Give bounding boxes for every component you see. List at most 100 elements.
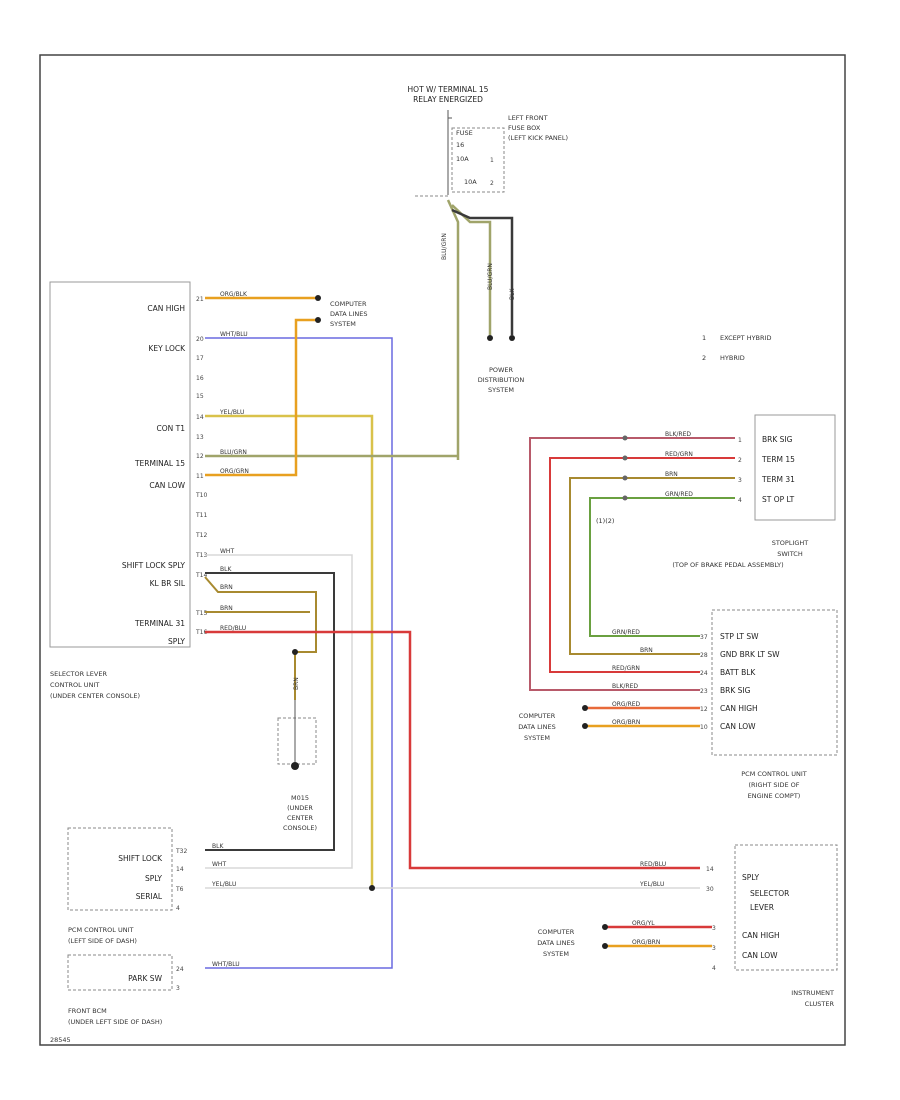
sel-label-key-lock: KEY LOCK (148, 344, 186, 353)
pcm-caption-2: (RIGHT SIDE OF (748, 781, 799, 789)
sel-pin-2: 17 (196, 355, 204, 362)
legend-text-1: EXCEPT HYBRID (720, 334, 771, 342)
sel-caption-1: SELECTOR LEVER (50, 670, 107, 678)
fuse-mark-1: 1 (490, 157, 494, 164)
pcmcu-wire-1: WHT (212, 861, 226, 868)
sel-wire-9: RED/BLU (220, 625, 246, 632)
pcm-pin-4: 12 (700, 706, 708, 713)
bcm-pin-0: 24 (176, 966, 184, 973)
legend-num-2: 2 (702, 354, 706, 362)
pcmcu-caption-1: PCM CONTROL UNIT (68, 926, 133, 934)
sel-pin-9: T10 (195, 492, 207, 499)
hot-label-line-1: HOT W/ TERMINAL 15 (408, 85, 489, 94)
pcm-wire-4: ORG/RED (612, 701, 641, 708)
sel-wire-1: WHT/BLU (220, 331, 248, 338)
stoplight-wires: BLK/RED RED/GRN BRN GRN/RED (529, 431, 735, 691)
figure-code: 28545 (50, 1036, 71, 1044)
pds-line-2: DISTRIBUTION (478, 376, 525, 384)
pcmcu-pin-3: 4 (176, 905, 180, 912)
sel-label-con-t1: CON T1 (157, 424, 186, 433)
bcm-caption-1: FRONT BCM (68, 1007, 107, 1015)
fuse-line-4: 10A (464, 178, 477, 186)
pcm-label-3: BRK SIG (720, 686, 751, 695)
stop-wire-1: RED/GRN (665, 451, 693, 458)
sel-label-terminal-15: TERMINAL 15 (134, 459, 185, 468)
front-bcm: PARK SW 24 3 WHT/BLU FRONT BCM (UNDER LE… (67, 954, 240, 1026)
sel-pin-7: 12 (196, 453, 204, 460)
ground-caption-1: M015 (291, 794, 309, 802)
stop-label-1: TERM 15 (761, 455, 795, 464)
stop-pin-3: 4 (738, 497, 742, 504)
pcm-wire-1: BRN (640, 647, 653, 654)
ground-caption-2: (UNDER (287, 804, 313, 812)
sel-wire-8: BRN (220, 605, 233, 612)
cluster-wire-1: YEL/BLU (639, 881, 664, 888)
sel-label-can-low: CAN LOW (149, 481, 185, 490)
fuse-box-line-1: LEFT FRONT (508, 114, 548, 122)
stop-pin-2: 3 (738, 477, 742, 484)
pcmcu-label-2: SERIAL (136, 892, 163, 901)
cluster-pin-0: 14 (706, 866, 714, 873)
sel-label-shift-lock-sply: SHIFT LOCK SPLY (122, 561, 186, 570)
power-group: HOT W/ TERMINAL 15 RELAY ENERGIZED FUSE … (408, 85, 568, 460)
pcmcu-pin-1: 14 (176, 866, 184, 873)
pcm-caption-3: ENGINE COMPT) (748, 792, 801, 800)
fuse-line-2: 16 (456, 141, 464, 149)
cluster-pin-3: 3 (712, 945, 716, 952)
pcm-label-0: STP LT SW (720, 632, 759, 641)
stop-wire-0: BLK/RED (665, 431, 691, 438)
pcm-wire-5: ORG/BRN (612, 719, 640, 726)
pcm-pin-5: 10 (700, 724, 708, 731)
cluster-label-2: LEVER (750, 903, 774, 912)
sel-label-can-high: CAN HIGH (147, 304, 185, 313)
stop-label-2: TERM 31 (761, 475, 795, 484)
computer-lines-3-line-2: DATA LINES (537, 939, 574, 947)
pcmcu-wire-0: BLK (212, 843, 224, 850)
cluster-pin-4: 4 (712, 965, 716, 972)
pcmcu-wire-2: YEL/BLU (211, 881, 236, 888)
ground-caption-3: CENTER (287, 814, 314, 822)
sel-wire-6: BLK (220, 566, 232, 573)
pcm-control-unit-dash: SHIFT LOCK SPLY SERIAL T32 14 T6 4 BLK W… (67, 827, 700, 945)
ground-m015: BRN M015 (UNDER CENTER CONSOLE) (277, 649, 317, 832)
sel-wire-7: BRN (220, 584, 233, 591)
pcm-label-1: GND BRK LT SW (720, 650, 780, 659)
computer-lines-1-line-3: SYSTEM (330, 320, 356, 328)
fuse-box-line-2: FUSE BOX (508, 124, 541, 132)
fuse-box-line-3: (LEFT KICK PANEL) (508, 134, 568, 142)
pds-line-3: SYSTEM (488, 386, 514, 394)
cluster-wire-0: RED/BLU (640, 861, 666, 868)
sel-caption-3: (UNDER CENTER CONSOLE) (50, 692, 140, 700)
power-wire-3: BLK (509, 288, 516, 300)
stop-caption-3: (TOP OF BRAKE PEDAL ASSEMBLY) (672, 561, 783, 569)
sel-label-sply: SPLY (168, 637, 185, 646)
bcm-wire: WHT/BLU (212, 961, 240, 968)
cluster-wire-2: ORG/YL (632, 920, 655, 927)
pcm-caption-1: PCM CONTROL UNIT (741, 770, 806, 778)
cluster-label-0: SPLY (742, 873, 759, 882)
pcm-label-5: CAN LOW (720, 722, 756, 731)
stop-pin-0: 1 (738, 437, 742, 444)
pcmcu-pin-0: T32 (175, 848, 187, 855)
computer-lines-2-line-3: SYSTEM (524, 734, 550, 742)
pcmcu-caption-2: (LEFT SIDE OF DASH) (68, 937, 137, 945)
cluster-label-3: CAN HIGH (742, 931, 780, 940)
ground-wire: BRN (293, 677, 300, 690)
computer-lines-1-line-1: COMPUTER (330, 300, 367, 308)
sel-pin-8: 11 (196, 473, 204, 480)
sel-wire-4: ORG/GRN (220, 468, 249, 475)
sel-pin-11: T12 (195, 532, 207, 539)
sel-pin-13: T14 (195, 572, 207, 579)
pcm-label-2: BATT BLK (720, 668, 756, 677)
pcmcu-label-0: SHIFT LOCK (118, 854, 163, 863)
pcm-control-unit: STP LT SW GND BRK LT SW BATT BLK BRK SIG… (518, 609, 838, 800)
sel-pin-15: T16 (195, 629, 207, 636)
pcmcu-pin-2: T6 (175, 886, 184, 893)
sel-pin-0: 21 (196, 296, 204, 303)
sel-wire-0: ORG/BLK (220, 291, 248, 298)
cluster-caption-1: INSTRUMENT (791, 989, 834, 997)
pcm-pin-3: 23 (700, 688, 708, 695)
power-wire-2: BLU/GRN (487, 263, 494, 290)
cluster-label-4: CAN LOW (742, 951, 778, 960)
